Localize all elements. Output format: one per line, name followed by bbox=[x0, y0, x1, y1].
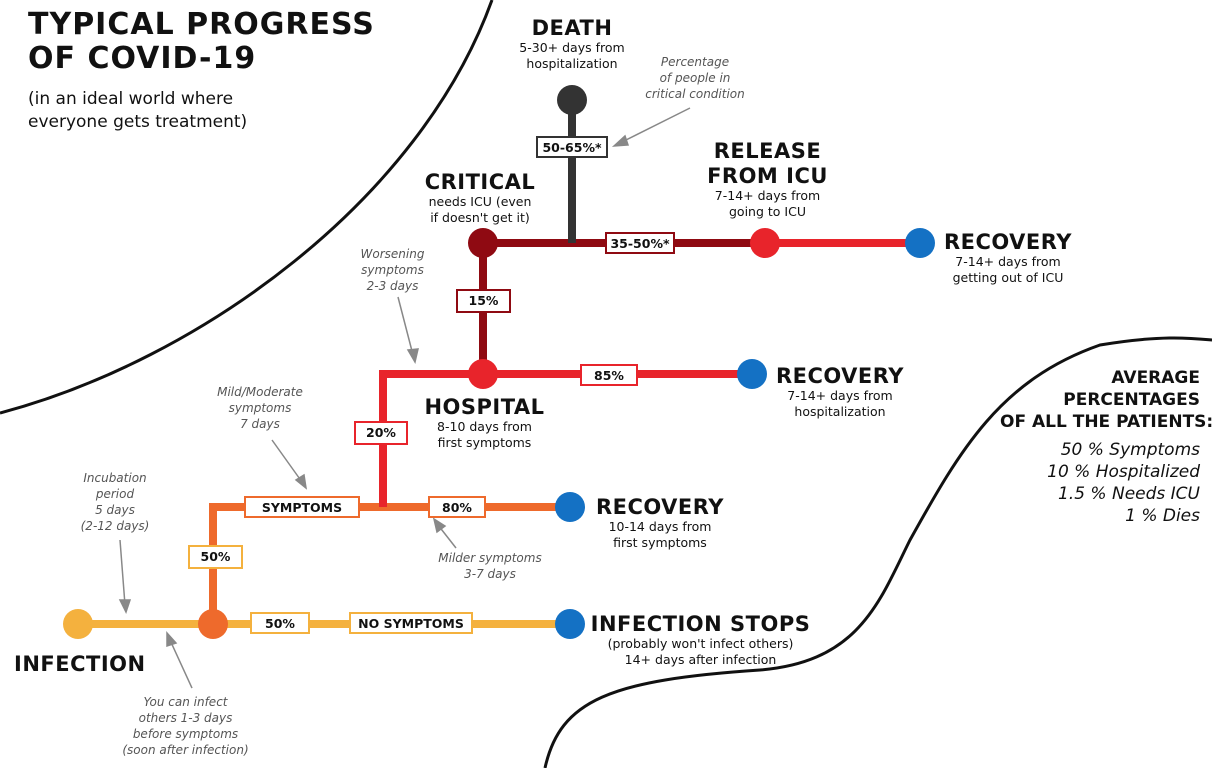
stage-infection: INFECTION bbox=[14, 652, 146, 676]
page-title: TYPICAL PROGRESS OF COVID-19 bbox=[28, 7, 375, 76]
arrow-worsening bbox=[397, 296, 414, 356]
stage-release-icu: RELEASE FROM ICU 7-14+ days from going t… bbox=[707, 139, 828, 219]
stage-recovery-symptoms: RECOVERY 10-14 days from first symptoms bbox=[595, 495, 725, 550]
note-milder: Milder symptoms 3-7 days bbox=[438, 551, 542, 581]
arrow-incubation bbox=[119, 539, 126, 606]
page-subtitle: (in an ideal world where everyone gets t… bbox=[28, 89, 248, 132]
arrow-critical-pct bbox=[619, 107, 691, 144]
label-no-symptoms: NO SYMPTOMS bbox=[349, 612, 473, 634]
stage-critical: CRITICAL needs ICU (even if doesn't get … bbox=[424, 170, 536, 225]
note-mild: Mild/Moderate symptoms 7 days bbox=[217, 385, 303, 431]
node-critical bbox=[468, 228, 498, 258]
note-incubation: Incubation period 5 days (2-12 days) bbox=[80, 471, 150, 533]
label-symptoms: SYMPTOMS bbox=[244, 496, 360, 518]
node-infection-stops bbox=[555, 609, 585, 639]
pct-release-icu: 35-50%* bbox=[605, 232, 675, 254]
pct-recovery-symptoms: 80% bbox=[428, 496, 486, 518]
pct-hospital: 20% bbox=[354, 421, 408, 445]
pct-recovery-hospital: 85% bbox=[580, 364, 638, 386]
note-worsening: Worsening symptoms 2-3 days bbox=[360, 247, 425, 293]
pct-critical: 15% bbox=[456, 289, 511, 313]
pct-death: 50-65%* bbox=[536, 136, 608, 158]
node-release-icu bbox=[750, 228, 780, 258]
note-infect-others: You can infect others 1-3 days before sy… bbox=[122, 695, 249, 757]
pct-no-symptoms: 50% bbox=[250, 612, 310, 634]
boundary-curve-left bbox=[0, 0, 494, 415]
arrow-mild bbox=[271, 439, 303, 483]
node-infection bbox=[63, 609, 93, 639]
stage-recovery-hospital: RECOVERY 7-14+ days from hospitalization bbox=[775, 364, 905, 419]
node-death bbox=[557, 85, 587, 115]
stage-recovery-icu: RECOVERY 7-14+ days from getting out of … bbox=[943, 230, 1073, 285]
node-recovery-symptoms bbox=[555, 492, 585, 522]
stage-hospital: HOSPITAL 8-10 days from first symptoms bbox=[424, 395, 545, 450]
stage-death: DEATH 5-30+ days from hospitalization bbox=[519, 16, 625, 71]
stage-infection-stops: INFECTION STOPS (probably won't infect o… bbox=[590, 612, 811, 667]
node-recovery-hospital bbox=[737, 359, 767, 389]
node-split bbox=[198, 609, 228, 639]
node-hospital bbox=[468, 359, 498, 389]
pct-symptoms: 50% bbox=[188, 545, 243, 569]
averages-panel: AVERAGE PERCENTAGES OF ALL THE PATIENTS:… bbox=[1000, 368, 1212, 526]
node-recovery-icu bbox=[905, 228, 935, 258]
note-critical-percentage: Percentage of people in critical conditi… bbox=[645, 55, 745, 101]
boundary-curve-right bbox=[543, 336, 1212, 768]
arrow-infect-others bbox=[169, 639, 193, 689]
